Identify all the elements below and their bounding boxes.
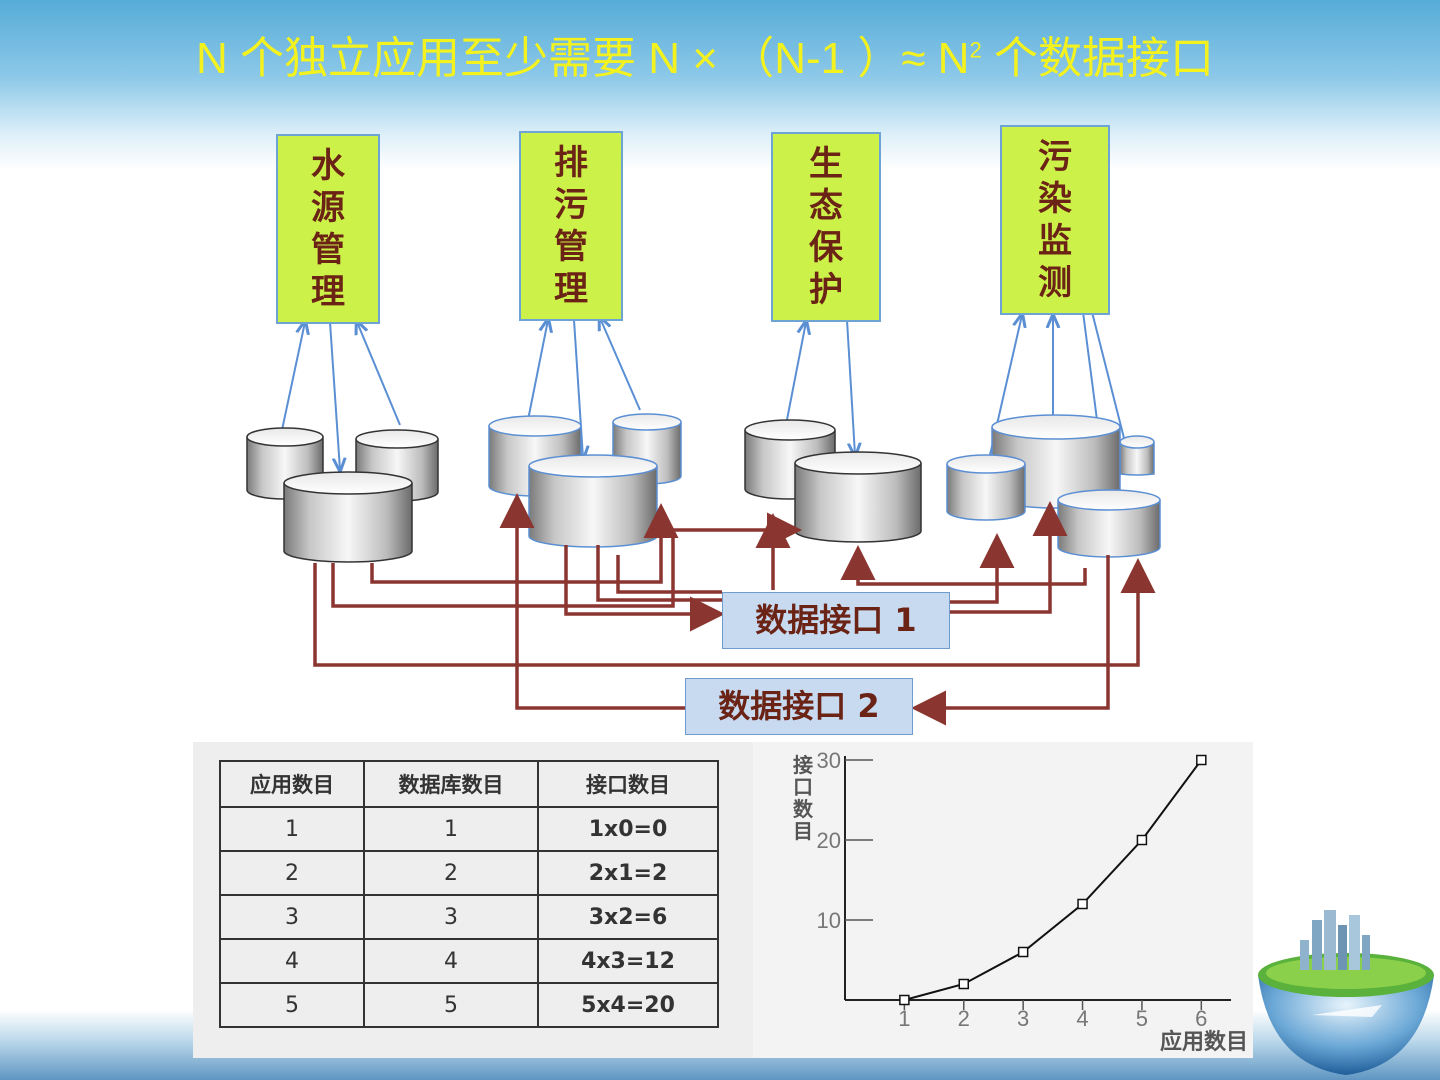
app-char: 染 <box>1038 179 1072 219</box>
app-box-water-source: 水 源 管 理 <box>276 134 380 324</box>
interface-connectors <box>313 493 1156 726</box>
app-char: 源 <box>311 188 345 228</box>
data-point <box>1077 898 1088 910</box>
app-char: 理 <box>554 269 588 309</box>
app-char: 管 <box>554 227 588 267</box>
app-char: 管 <box>311 230 345 270</box>
x-tick-label: 2 <box>958 1006 970 1031</box>
table-row: 2 2 2x1=2 <box>219 850 719 896</box>
app-char: 污 <box>554 185 588 225</box>
table-cell: 2x1=2 <box>537 850 719 896</box>
table-row: 1 1 1x0=0 <box>219 806 719 852</box>
table-cell: 5 <box>363 982 539 1028</box>
data-interface-2: 数据接口 2 <box>685 678 913 735</box>
database-cylinder <box>794 451 922 543</box>
app-box-ecology: 生 态 保 护 <box>771 132 881 322</box>
table-row: 3 3 3x2=6 <box>219 894 719 940</box>
database-cylinder <box>1057 489 1161 558</box>
database-cylinder <box>1119 435 1155 476</box>
table-cell: 3 <box>219 894 365 940</box>
data-point <box>1196 754 1207 766</box>
database-cylinders <box>246 413 1161 563</box>
y-tick-label: 30 <box>817 748 841 773</box>
table-cell: 3 <box>363 894 539 940</box>
x-tick-label: 6 <box>1195 1006 1207 1031</box>
table-header-row: 应用数目 数据库数目 接口数目 <box>219 760 719 808</box>
app-char: 态 <box>809 186 843 226</box>
table-cell: 1x0=0 <box>537 806 719 852</box>
app-char: 测 <box>1038 263 1072 303</box>
table-cell: 2 <box>219 850 365 896</box>
x-tick-label: 1 <box>898 1006 910 1031</box>
app-char: 护 <box>809 270 843 310</box>
app-char: 水 <box>311 146 345 186</box>
data-interface-1: 数据接口 1 <box>722 592 950 649</box>
data-point <box>899 994 910 1006</box>
table-row: 5 5 5x4=20 <box>219 982 719 1028</box>
interface-growth-chart-panel: 10 20 30 1 2 3 4 5 6 接口数目应用数目 <box>753 742 1253 1058</box>
app-char: 保 <box>809 228 843 268</box>
globe-city-logo <box>1258 910 1434 1075</box>
table-cell: 5 <box>219 982 365 1028</box>
y-tick-label: 10 <box>817 908 841 933</box>
app-char: 监 <box>1038 221 1072 261</box>
data-point <box>958 978 970 990</box>
app-char: 污 <box>1038 137 1072 177</box>
table-cell: 4 <box>219 938 365 984</box>
table-cell: 1 <box>219 806 365 852</box>
data-point <box>1017 946 1029 958</box>
table-row: 4 4 4x3=12 <box>219 938 719 984</box>
app-box-pollution-monitoring: 污 染 监 测 <box>1000 125 1110 315</box>
table-cell: 1 <box>363 806 539 852</box>
database-cylinder <box>528 454 658 548</box>
y-tick-label: 20 <box>817 828 841 853</box>
app-char: 生 <box>809 144 843 184</box>
table-header-cell: 数据库数目 <box>363 760 539 808</box>
architecture-diagram <box>246 0 1161 726</box>
table-cell: 5x4=20 <box>537 982 719 1028</box>
app-char: 理 <box>311 272 345 312</box>
table-header-cell: 接口数目 <box>537 760 719 808</box>
header-background <box>0 0 1440 170</box>
database-cylinder <box>283 471 413 563</box>
x-axis-label: 应用数目 <box>1160 1029 1248 1055</box>
x-tick-label: 3 <box>1017 1006 1029 1031</box>
x-tick-label: 5 <box>1136 1006 1148 1031</box>
database-cylinder <box>946 454 1026 521</box>
y-axis-label: 接口数目 <box>793 753 814 843</box>
app-char: 排 <box>554 143 588 183</box>
x-tick-label: 4 <box>1076 1006 1088 1031</box>
series-line <box>904 759 1203 1001</box>
slide-title: N 个独立应用至少需要 N × （N-1 ）≈ N2 个数据接口 <box>196 34 1214 83</box>
data-point <box>1136 834 1148 846</box>
table-cell: 3x2=6 <box>537 894 719 940</box>
table-cell: 4 <box>363 938 539 984</box>
interface-count-table: 应用数目 数据库数目 接口数目 1 1 1x0=0 2 2 2x1=2 3 3 … <box>219 760 719 1028</box>
app-box-sewage: 排 污 管 理 <box>519 131 623 321</box>
table-header-cell: 应用数目 <box>219 760 365 808</box>
interface-count-table-panel: 应用数目 数据库数目 接口数目 1 1 1x0=0 2 2 2x1=2 3 3 … <box>193 742 753 1058</box>
table-cell: 2 <box>363 850 539 896</box>
table-cell: 4x3=12 <box>537 938 719 984</box>
